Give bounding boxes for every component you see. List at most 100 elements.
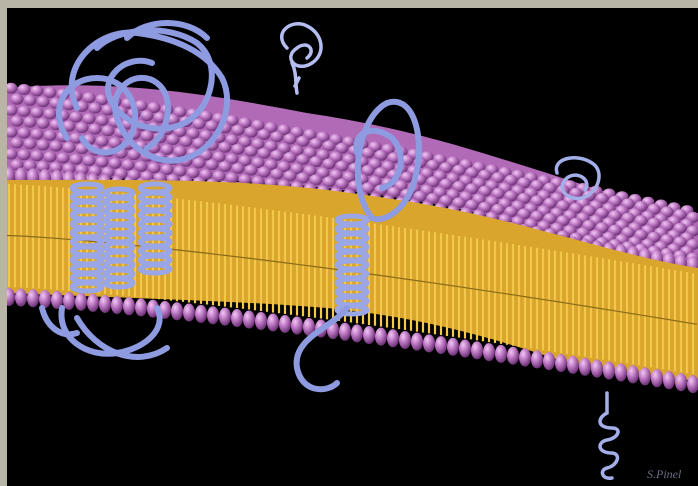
lipid-head bbox=[83, 155, 96, 166]
lipid-head bbox=[245, 165, 258, 176]
lipid-head bbox=[219, 161, 232, 172]
lipid-head bbox=[567, 356, 579, 374]
lipid-head bbox=[18, 128, 31, 139]
lipid-head bbox=[271, 168, 284, 179]
lipid-head bbox=[207, 306, 219, 324]
lipid-head bbox=[591, 360, 603, 378]
lipid-head bbox=[284, 152, 297, 163]
lipid-head bbox=[231, 309, 243, 327]
lipid-head bbox=[232, 144, 245, 155]
lipid-head bbox=[44, 108, 57, 119]
lipid-head bbox=[375, 328, 387, 346]
lipid-head bbox=[37, 118, 50, 129]
lipid-head bbox=[27, 289, 39, 307]
lipid-head bbox=[651, 369, 663, 387]
lipid-head bbox=[70, 154, 83, 165]
lipid-head bbox=[31, 107, 44, 118]
lipid-head bbox=[15, 289, 27, 307]
lipid-head bbox=[195, 305, 207, 323]
lipid-head bbox=[44, 151, 57, 162]
lipid-head bbox=[18, 84, 31, 95]
lipid-head bbox=[193, 157, 206, 168]
lipid-head bbox=[141, 110, 154, 121]
lipid-head bbox=[255, 312, 267, 330]
lipid-head bbox=[447, 338, 459, 356]
lipid-head bbox=[109, 158, 122, 169]
lipid-head bbox=[271, 131, 284, 142]
lipid-head bbox=[11, 116, 24, 127]
membrane-illustration: S.Pinel bbox=[7, 8, 698, 486]
lipid-head bbox=[44, 130, 57, 141]
lipid-head bbox=[89, 124, 102, 135]
lipid-head bbox=[627, 365, 639, 383]
peripheral-protein-top bbox=[282, 24, 321, 93]
lipid-head bbox=[87, 294, 99, 312]
lipid-head bbox=[50, 141, 63, 152]
lipid-head bbox=[495, 345, 507, 363]
lipid-head bbox=[111, 296, 123, 314]
lipid-head bbox=[663, 371, 675, 389]
lipid-head bbox=[519, 349, 531, 367]
lipid-head bbox=[399, 331, 411, 349]
lipid-head bbox=[258, 129, 271, 140]
lipid-head bbox=[483, 343, 495, 361]
illustration-canvas: S.Pinel bbox=[7, 8, 698, 486]
lipid-head bbox=[18, 149, 31, 160]
lipid-head bbox=[543, 352, 555, 370]
lipid-head bbox=[89, 103, 102, 114]
lipid-head bbox=[18, 106, 31, 117]
lipid-head bbox=[471, 341, 483, 359]
lipid-head bbox=[70, 112, 83, 123]
lipid-head bbox=[11, 94, 24, 105]
lipid-head bbox=[57, 153, 70, 164]
lipid-head bbox=[245, 127, 258, 138]
lipid-head bbox=[31, 129, 44, 140]
lipid-head bbox=[31, 85, 44, 96]
lipid-head bbox=[219, 142, 232, 153]
lipid-head bbox=[284, 170, 297, 181]
lipid-head bbox=[579, 358, 591, 376]
lipid-head bbox=[167, 134, 180, 145]
lipid-head bbox=[24, 95, 37, 106]
lipid-head bbox=[459, 340, 471, 358]
lipid-head bbox=[555, 354, 567, 372]
lipid-head bbox=[639, 367, 651, 385]
lipid-head bbox=[245, 146, 258, 157]
lipid-head bbox=[24, 117, 37, 128]
lipid-head bbox=[99, 295, 111, 313]
lipid-head bbox=[102, 125, 115, 136]
lipid-head bbox=[271, 150, 284, 161]
lipid-head bbox=[258, 148, 271, 159]
lipid-head bbox=[44, 87, 57, 98]
lipid-head bbox=[11, 138, 24, 149]
lipid-head bbox=[31, 150, 44, 161]
lipid-head bbox=[279, 315, 291, 333]
lipid-head bbox=[171, 302, 183, 320]
lipid-head bbox=[24, 138, 37, 149]
lipid-head bbox=[363, 326, 375, 344]
lipid-head bbox=[291, 316, 303, 334]
lipid-head bbox=[123, 297, 135, 315]
lipid-head bbox=[180, 136, 193, 147]
lipid-head bbox=[63, 142, 76, 153]
peripheral-protein-bottom bbox=[600, 393, 618, 478]
lipid-head bbox=[141, 130, 154, 141]
lipid-head bbox=[232, 125, 245, 136]
lipid-head bbox=[37, 139, 50, 150]
lipid-head bbox=[603, 362, 615, 380]
lipid-head bbox=[531, 350, 543, 368]
lipid-head bbox=[96, 156, 109, 167]
lipid-head bbox=[615, 363, 627, 381]
lipid-head bbox=[284, 133, 297, 144]
lipid-head bbox=[37, 96, 50, 107]
lipid-head bbox=[339, 323, 351, 341]
lipid-head bbox=[75, 293, 87, 311]
lipid-head bbox=[232, 163, 245, 174]
lipid-head bbox=[76, 122, 89, 133]
lipid-head bbox=[411, 333, 423, 351]
lipid-head bbox=[507, 347, 519, 365]
lipid-head bbox=[206, 159, 219, 170]
lipid-head bbox=[135, 298, 147, 316]
lipid-head bbox=[258, 167, 271, 178]
